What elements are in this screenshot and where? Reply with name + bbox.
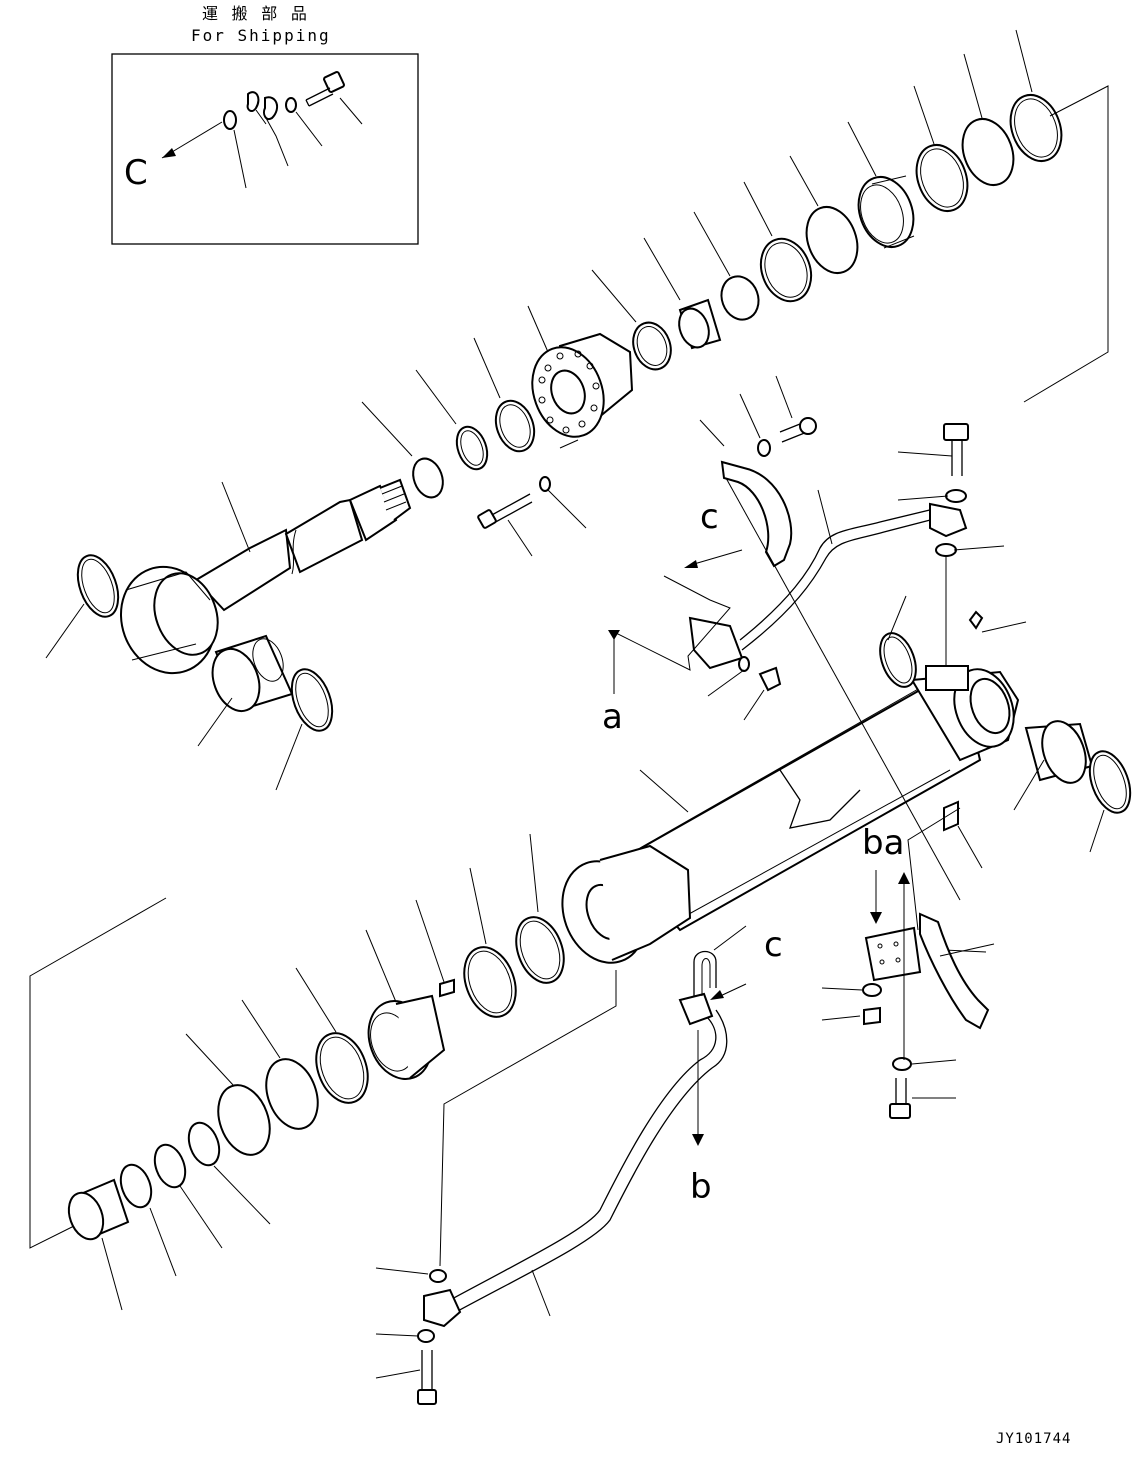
- callout-ba: ba: [862, 823, 905, 863]
- shipping-title-en: For Shipping: [191, 26, 331, 45]
- callout-a-upper: a: [602, 697, 623, 737]
- lower-seal-chain: [29, 833, 565, 1311]
- upper-pipe-assembly: [608, 375, 1005, 901]
- cylinder-tube: [561, 595, 1132, 964]
- callout-C-shipping: C: [124, 153, 148, 193]
- shipping-clip-a: [246, 91, 260, 112]
- shipping-parts-inset: [111, 53, 419, 245]
- lower-pipe-assembly: [375, 870, 995, 1405]
- callout-c-upper: c: [700, 497, 719, 537]
- shipping-o-ring: [223, 110, 237, 130]
- upper-seal-chain: [361, 29, 1109, 557]
- piston-rod: [45, 478, 412, 791]
- shipping-bolt: [305, 71, 345, 107]
- drawing-code: JY101744: [996, 1431, 1072, 1447]
- callout-c-lower: c: [764, 925, 783, 965]
- shipping-washer: [285, 97, 297, 113]
- cylinder-head: [531, 332, 634, 438]
- shipping-title-jp: 運 搬 部 品: [202, 4, 309, 23]
- shipping-clip-b: [262, 96, 279, 120]
- callout-b-lower: b: [690, 1167, 712, 1207]
